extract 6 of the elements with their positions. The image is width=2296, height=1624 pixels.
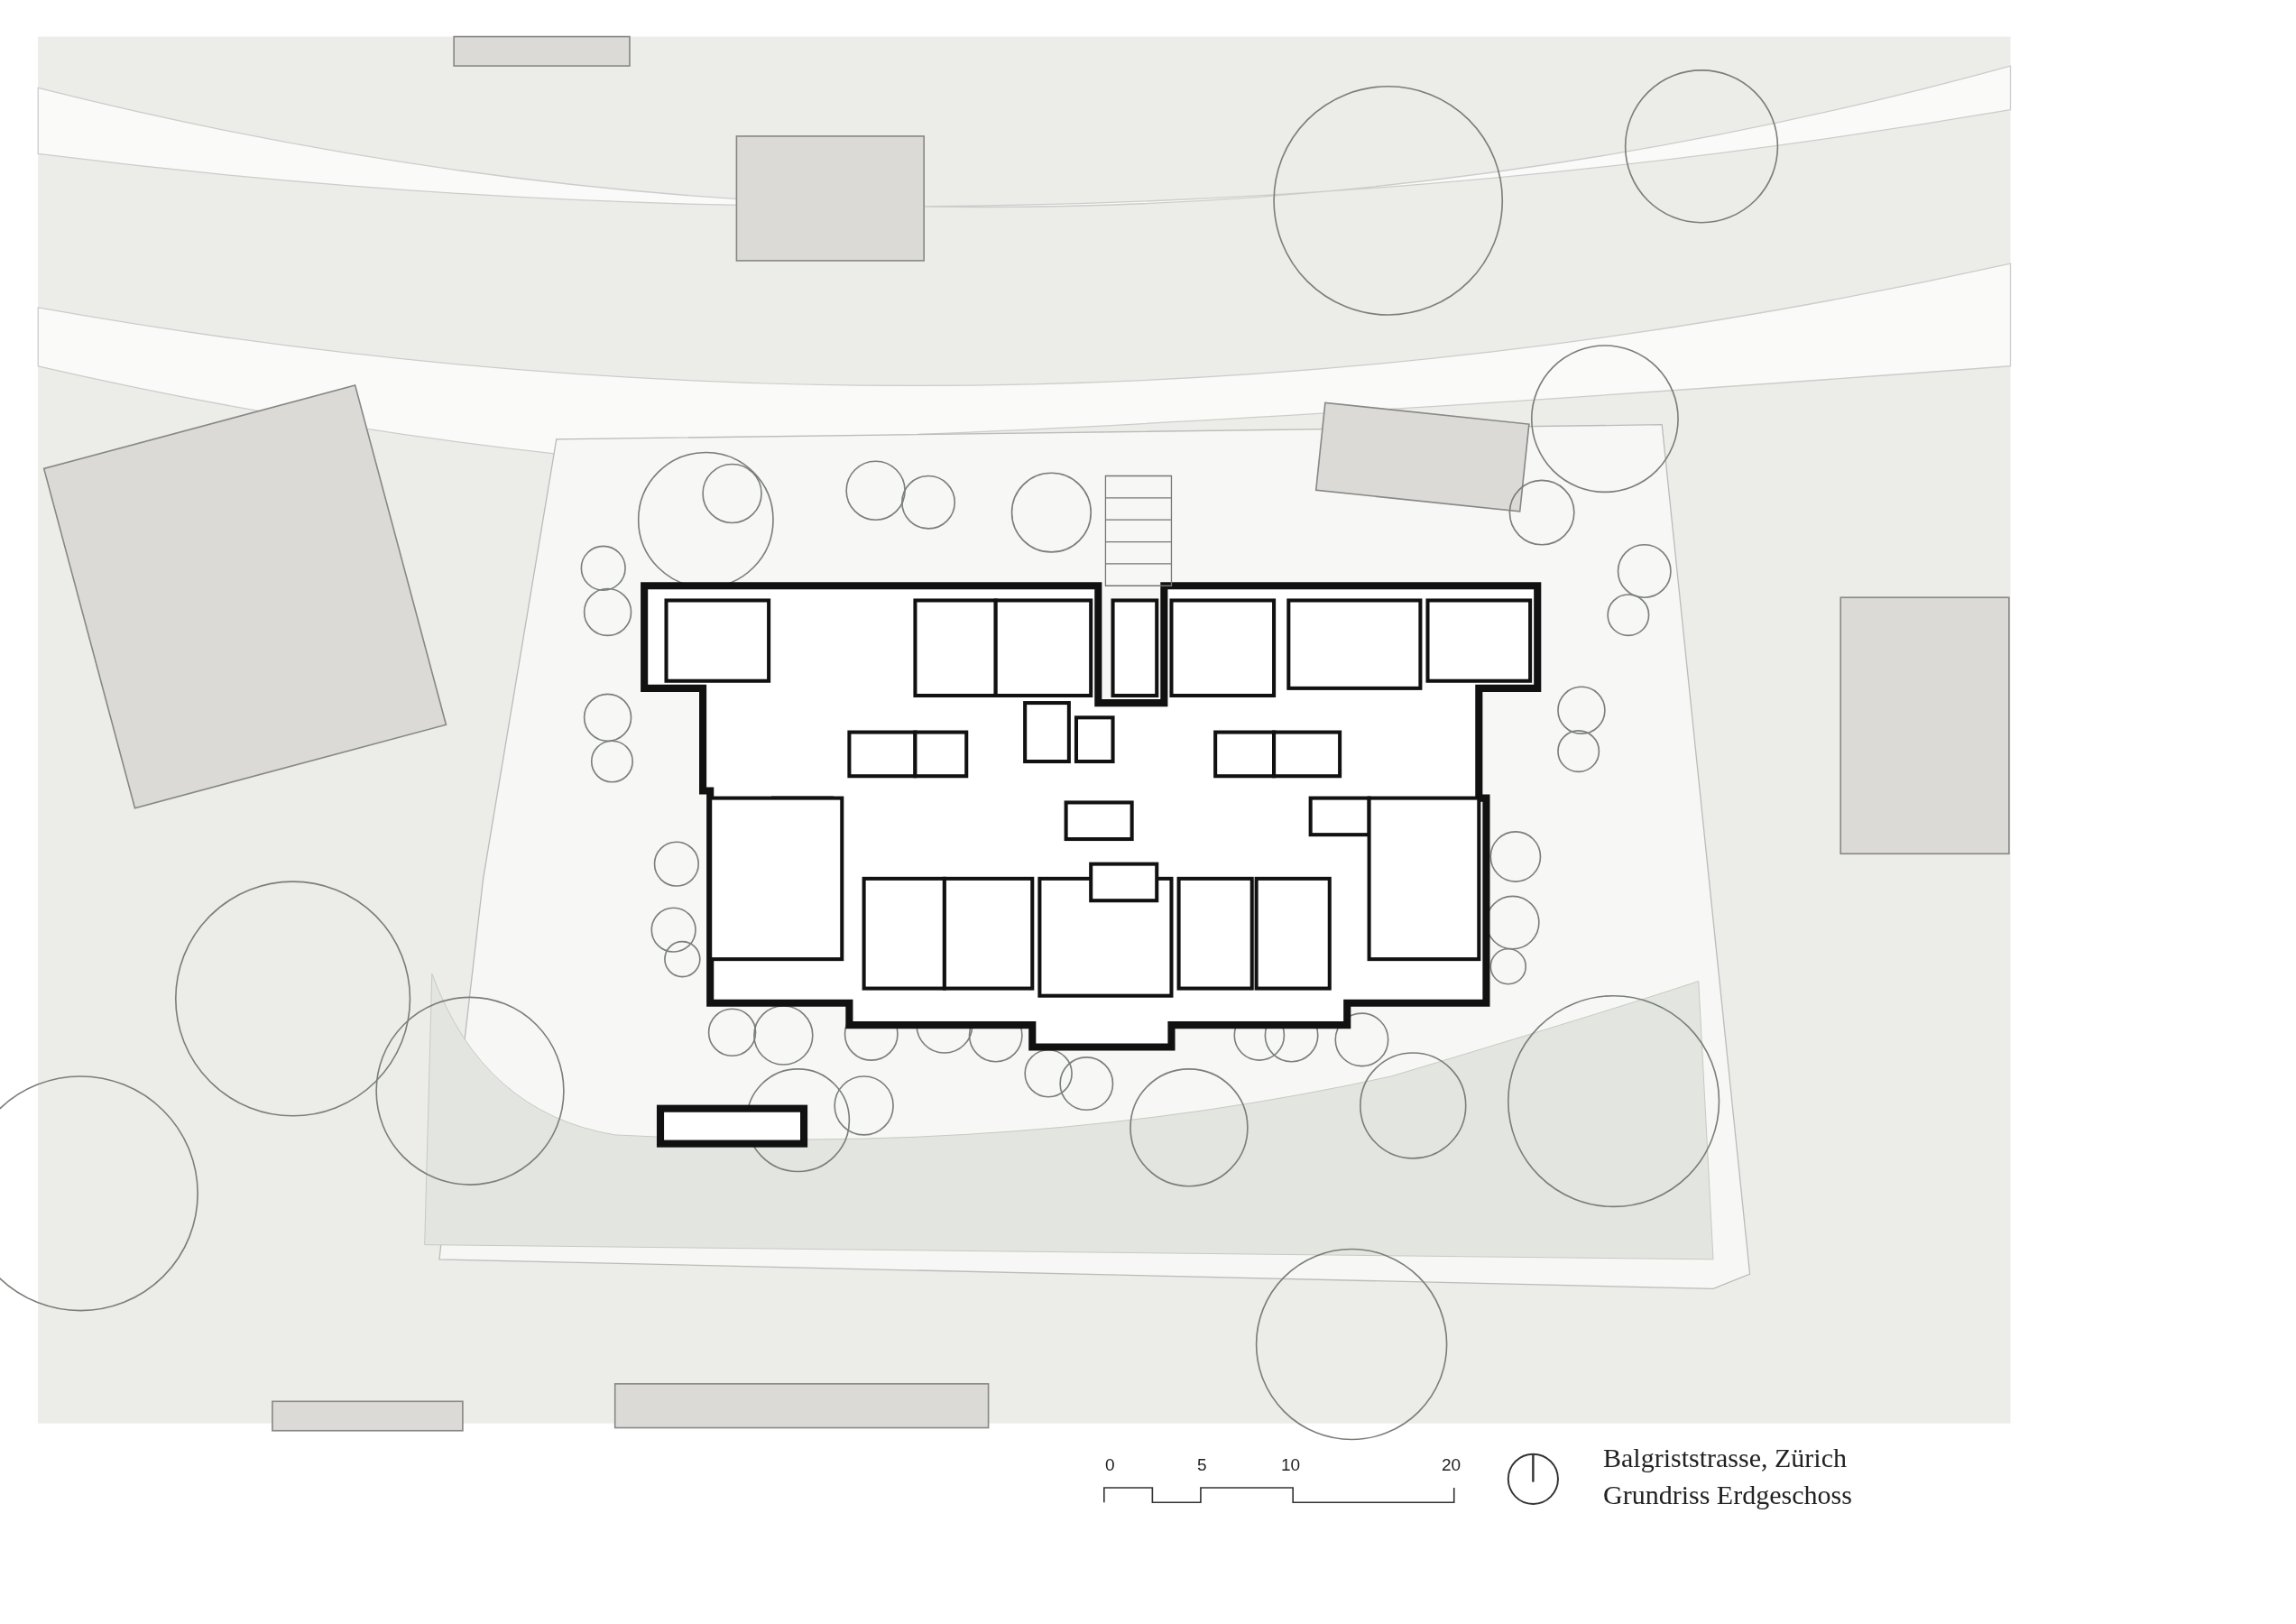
scale-number: 20 [1442, 1456, 1462, 1473]
scale-number: 0 [1105, 1456, 1115, 1473]
scale-number: 10 [1281, 1456, 1301, 1473]
scale-number: 5 [1197, 1456, 1207, 1473]
plan-subtitle: Grundriss Erdgeschoss [1603, 1481, 1852, 1509]
plan-title: Balgriststrasse, Zürich [1603, 1444, 1847, 1472]
